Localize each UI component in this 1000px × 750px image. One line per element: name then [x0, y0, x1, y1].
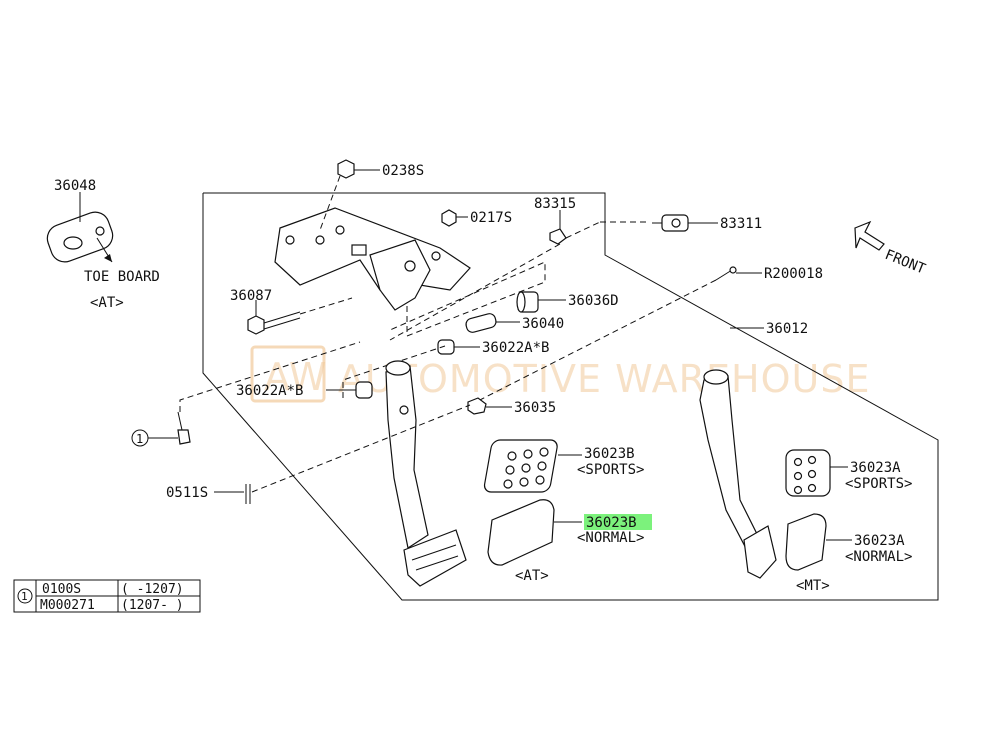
pad-36023b-sports	[483, 439, 558, 493]
dash-36087	[299, 297, 353, 315]
front-arrow-icon	[854, 220, 885, 251]
legend-row-2-part: M000271	[40, 598, 95, 613]
bushing-36036d	[516, 291, 539, 313]
switch-83311	[652, 214, 689, 232]
label-0511s: 0511S	[166, 485, 208, 501]
clip-83315	[549, 228, 567, 245]
sleeve-36040	[465, 313, 497, 333]
label-36036d: 36036D	[568, 293, 619, 309]
legend-table: 1 0100S ( -1207) M000271 (1207- )	[13, 579, 201, 613]
dash-box-lower	[342, 345, 446, 398]
label-36087: 36087	[230, 288, 272, 304]
dash-83311	[565, 221, 601, 239]
label-0238s: 0238S	[382, 163, 424, 179]
dash-callout-1	[179, 341, 361, 412]
legend-row-2-range: (1207- )	[121, 598, 184, 613]
label-at-group: <AT>	[515, 568, 549, 584]
label-36023a-sports: 36023A	[850, 460, 901, 476]
label-36040: 36040	[522, 316, 564, 332]
label-83311: 83311	[720, 216, 762, 232]
label-at-toe: <AT>	[90, 295, 124, 311]
label-sports-b: <SPORTS>	[577, 462, 644, 478]
label-36022ab-left: 36022A*B	[236, 383, 303, 399]
label-36048: 36048	[54, 178, 96, 194]
label-r200018: R200018	[764, 266, 823, 282]
watermark-logo: AW	[264, 355, 328, 399]
pad-36023b-normal	[487, 499, 555, 566]
pin-r200018	[715, 266, 737, 281]
label-36023b-normal[interactable]: 36023B	[586, 515, 637, 531]
dash-83315-lower	[389, 243, 561, 341]
label-36012: 36012	[766, 321, 808, 337]
at-brake-pedal-arm	[385, 360, 467, 587]
label-36023a-normal: 36023A	[854, 533, 905, 549]
watermark-text: AUTOMOTIVE WAREHOUSE	[338, 357, 870, 401]
legend-row-1-range: ( -1207)	[121, 582, 184, 597]
pad-36023a-sports	[785, 449, 831, 497]
legend-row-1-part: 0100S	[42, 582, 81, 597]
bushing-36022ab-left	[355, 381, 373, 399]
mt-pedal-arm	[699, 369, 777, 579]
dash-r200018	[469, 279, 717, 406]
label-0217s: 0217S	[470, 210, 512, 226]
label-36035: 36035	[514, 400, 556, 416]
stopper-36035	[467, 397, 487, 415]
label-sports-a: <SPORTS>	[845, 476, 912, 492]
label-toe-board: TOE BOARD	[84, 269, 160, 285]
toe-board-bracket	[46, 211, 114, 263]
label-normal-b: <NORMAL>	[577, 530, 644, 546]
callout-1-circle	[131, 429, 149, 447]
dash-0511s	[251, 404, 471, 493]
label-36023b-sports: 36023B	[584, 446, 635, 462]
watermark: AW AUTOMOTIVE WAREHOUSE	[250, 345, 870, 403]
assembly-frame	[202, 192, 939, 601]
highlight-36023b	[584, 514, 652, 530]
nut-0217s	[441, 209, 457, 227]
dash-box-upper	[389, 261, 546, 337]
bushing-36022ab-right	[437, 339, 455, 355]
bolt-callout-1	[177, 411, 191, 445]
clip-0511s	[245, 484, 251, 504]
label-normal-a: <NORMAL>	[845, 549, 912, 565]
pedal-bracket	[274, 207, 471, 311]
nut-0238s	[337, 159, 355, 179]
pad-36023a-normal	[785, 513, 827, 571]
legend-ref: 1	[21, 590, 28, 603]
label-mt-group: <MT>	[796, 578, 830, 594]
front-label: FRONT	[883, 247, 929, 278]
label-36022ab-right: 36022A*B	[482, 340, 549, 356]
toe-board-arrow-icon	[104, 254, 112, 262]
callout-1-number: 1	[136, 432, 143, 446]
label-83315: 83315	[534, 196, 576, 212]
